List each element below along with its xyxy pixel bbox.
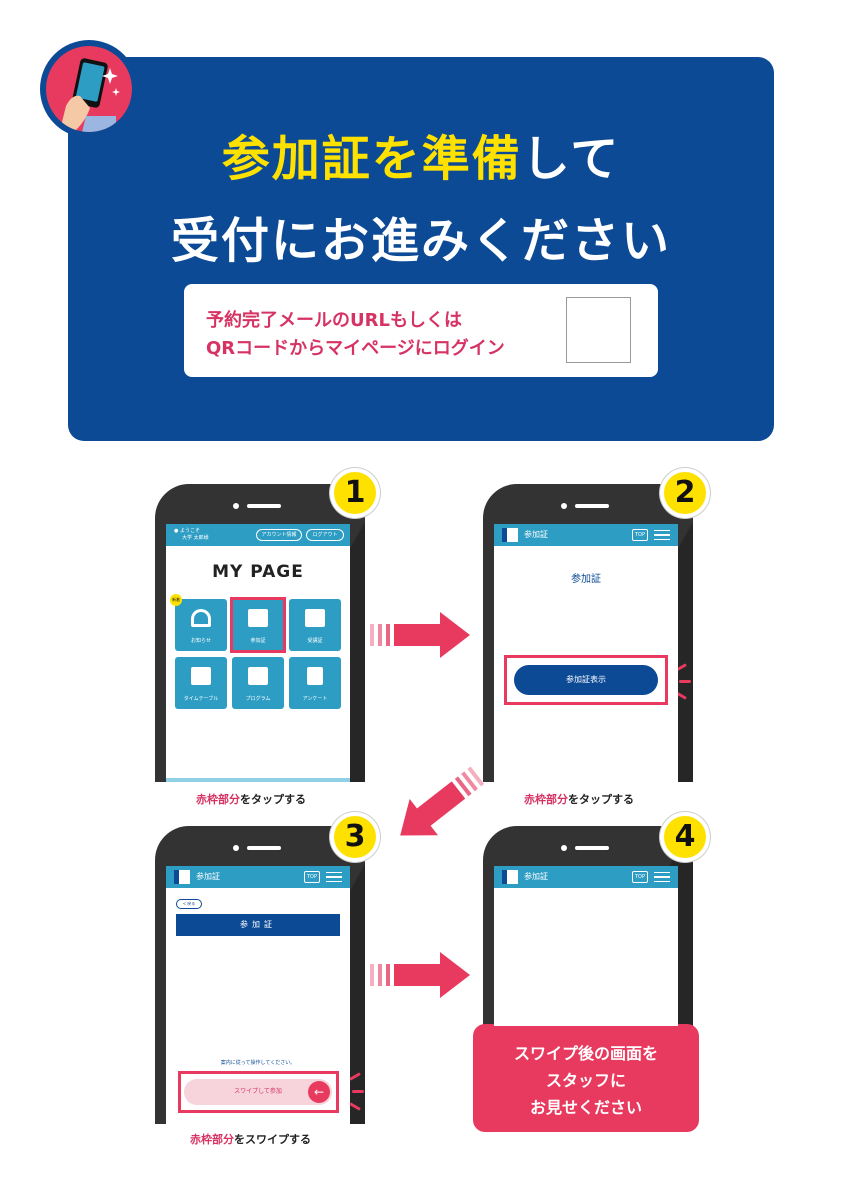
user-icon: ● [174,528,179,534]
callout-line3: お見せください [529,1098,642,1117]
mypage-title: MY PAGE [212,562,304,582]
instruction-hint: 案内に従って操作してください。 [220,1060,296,1066]
pass-heading: 参加証 [571,574,601,585]
phone1-screen: ● ようこそ 大学 太郎様 アカウント情報 ログアウト MY PAGE 新着 お… [166,524,350,782]
program-icon [248,667,268,685]
top-button[interactable]: TOP [632,871,648,883]
qr-code-placeholder [566,297,631,363]
step1-caption: 赤枠部分をタップする [196,793,306,806]
hamburger-menu-icon[interactable] [326,872,342,882]
show-pass-button[interactable]: 参加証表示 [514,665,658,695]
phone3-screen: 参加証 TOP < 戻る 参加証 案内に従って操作してください。 スワイプして参… [166,866,350,1124]
tile-label: プログラム [245,696,271,702]
tile-notice[interactable]: 新着 お知らせ [170,594,227,651]
phone-step4: 参加証 TOP [483,826,693,1026]
highlight-frame [230,597,286,653]
step-number-2: 2 [660,468,710,518]
page-title-line1: 参加証を準備して [68,119,774,189]
calendar-clock-icon [191,667,211,685]
step3-caption: 赤枠部分をスワイプする [190,1133,311,1146]
phone4-screen: 参加証 TOP [494,866,678,1026]
clipboard-icon [307,667,323,685]
highlight-frame [504,655,668,705]
header-panel: 参加証を準備して 受付にお進みください 予約完了メールのURLもしくは QRコー… [68,57,774,441]
logout-button[interactable]: ログアウト [306,529,344,541]
app-logo-icon [502,528,518,542]
step-number-1: 1 [330,468,380,518]
swipe-label: スワイプして参加 [234,1088,282,1095]
phone3-appbar: 参加証 TOP [166,866,350,888]
tile-label: アンケート [302,696,328,702]
app-logo-icon [502,870,518,884]
tile-label: お知らせ [191,638,211,644]
phone2-appbar: 参加証 TOP [494,524,678,546]
arrow-right-icon [370,952,470,998]
step-number-4: 4 [660,812,710,862]
tile-label: タイムテーブル [183,696,219,702]
title-rest: して [521,131,621,187]
title-highlight: 参加証を準備 [221,131,522,187]
phone-step1: ● ようこそ 大学 太郎様 アカウント情報 ログアウト MY PAGE 新着 お… [155,484,365,782]
app-logo-icon [174,870,190,884]
greeting: ● ようこそ 大学 太郎様 [174,528,209,541]
login-info-line2: QRコードからマイページにログイン [206,338,505,359]
back-button[interactable]: < 戻る [176,899,202,909]
callout-line2: スタッフに [545,1071,626,1090]
arrow-down-left-icon [400,766,485,836]
tile-certificate[interactable]: 受講証 [289,599,341,651]
hamburger-menu-icon[interactable] [654,530,670,540]
arrow-left-icon[interactable]: ← [308,1081,330,1103]
top-button[interactable]: TOP [632,529,648,541]
pass-card-icon [248,609,268,627]
tile-label: 参加証 [250,638,266,644]
pass-heading-bar: 参加証 [176,914,340,936]
new-badge: 新着 [170,594,182,606]
appbar-title: 参加証 [524,872,548,881]
phone2-screen: 参加証 TOP 参加証 参加証表示 [494,524,678,782]
hamburger-menu-icon[interactable] [654,872,670,882]
top-button[interactable]: TOP [304,871,320,883]
phone4-appbar: 参加証 TOP [494,866,678,888]
step2-caption: 赤枠部分をタップする [524,793,634,806]
phone1-appbar: ● ようこそ 大学 太郎様 アカウント情報 ログアウト [166,524,350,546]
appbar-title: 参加証 [524,530,548,539]
certificate-icon [305,609,325,627]
phone-step2: 参加証 TOP 参加証 参加証表示 [483,484,693,782]
callout-line1: スワイプ後の画面を [513,1044,658,1063]
swipe-to-join-slider[interactable]: スワイプして参加 ← [184,1079,332,1105]
bell-icon [191,609,211,627]
appbar-title: 参加証 [196,872,220,881]
highlight-frame [178,1071,339,1113]
tile-label: 受講証 [307,638,323,644]
page-title-line2: 受付にお進みください [170,213,671,269]
tile-survey[interactable]: アンケート [289,657,341,709]
login-info-box: 予約完了メールのURLもしくは QRコードからマイページにログイン [184,284,658,377]
account-info-button[interactable]: アカウント情報 [256,529,302,541]
phone-step3: 参加証 TOP < 戻る 参加証 案内に従って操作してください。 スワイプして参… [155,826,365,1124]
screen-footer [166,778,350,782]
tile-timetable[interactable]: タイムテーブル [175,657,227,709]
tile-program[interactable]: プログラム [232,657,284,709]
arrow-right-icon [370,612,470,658]
smartphone-hand-icon [40,40,138,138]
login-info-line1: 予約完了メールのURLもしくは [206,310,462,331]
tile-pass[interactable]: 参加証 [232,599,284,651]
step-number-3: 3 [330,812,380,862]
show-staff-callout: スワイプ後の画面を スタッフに お見せください [473,1008,699,1132]
